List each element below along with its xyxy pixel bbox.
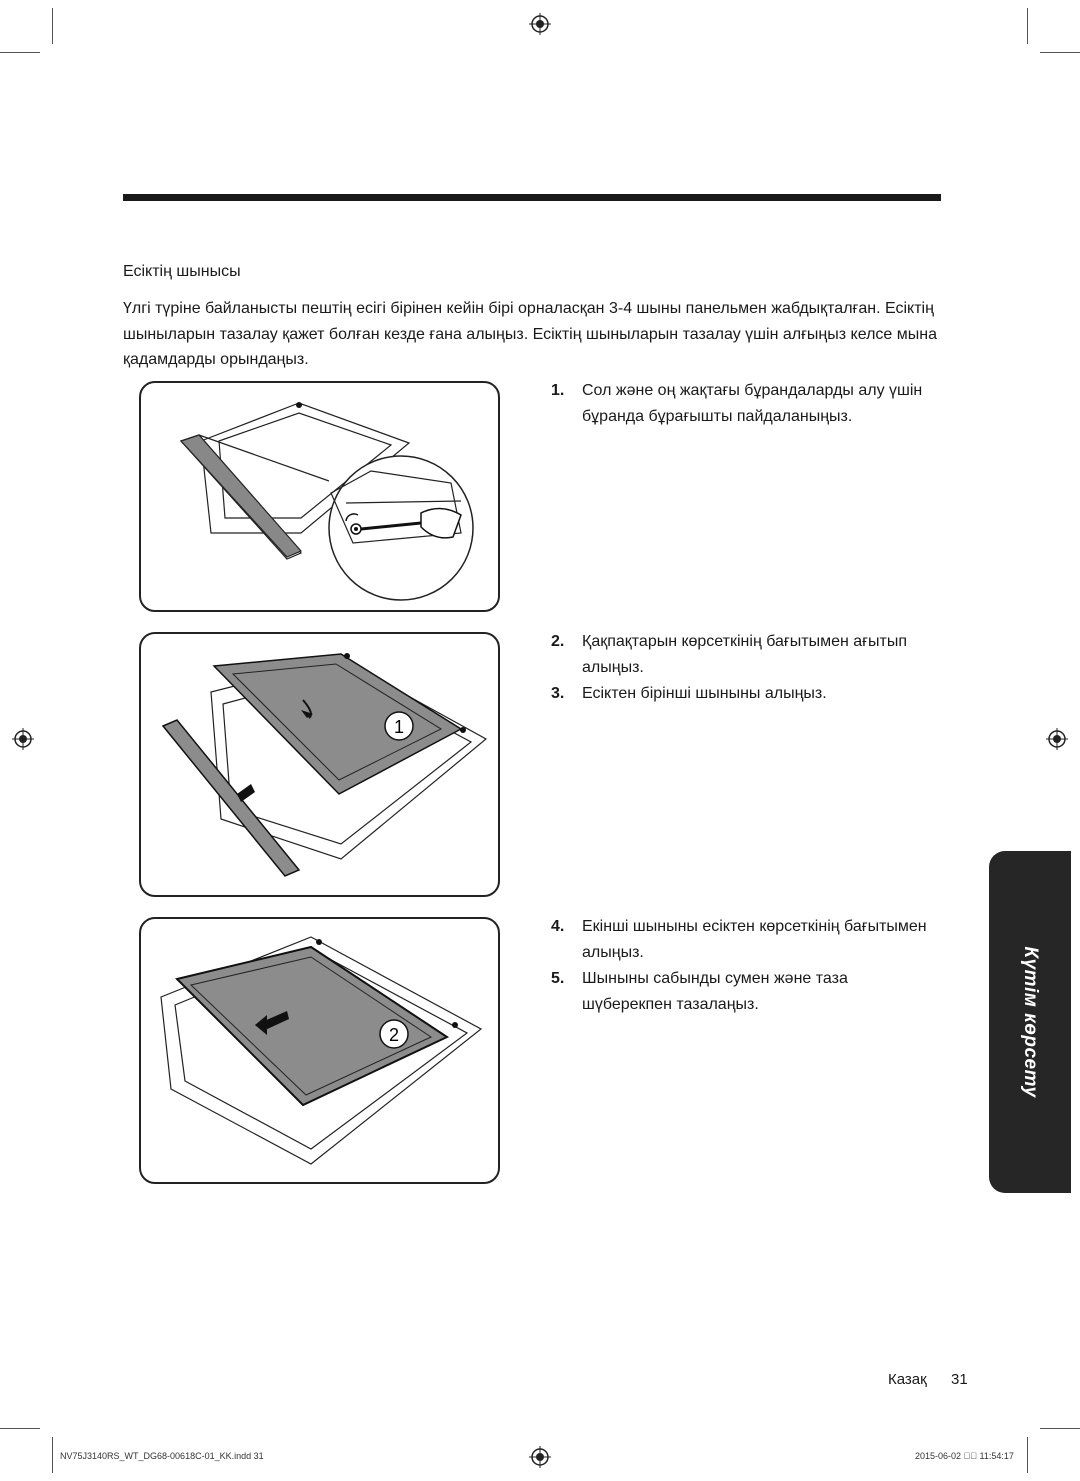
step-text: Шыныны сабынды сумен және таза шүберекпе…: [582, 970, 848, 1013]
step-3: 3. Есіктен бірінші шыныны алыңыз.: [551, 681, 941, 707]
callout-2: 2: [389, 1025, 399, 1045]
step-text: Есіктен бірінші шыныны алыңыз.: [582, 685, 827, 702]
chapter-side-tab: Күтім көрсету: [989, 851, 1071, 1193]
crop-mark: [52, 1437, 53, 1473]
step-number: 4.: [551, 918, 565, 935]
registration-mark-icon: [529, 13, 551, 35]
crop-mark: [1027, 8, 1028, 44]
figure-remove-second-glass: 2: [139, 917, 500, 1184]
registration-mark-icon: [1046, 728, 1068, 750]
step-text: Сол және оң жақтағы бұрандаларды алу үші…: [582, 382, 923, 425]
door-screw-illustration: [179, 402, 474, 601]
print-file-info: NV75J3140RS_WT_DG68-00618C-01_KK.indd 31: [60, 1451, 264, 1461]
step-number: 2.: [551, 633, 565, 650]
registration-mark-icon: [12, 728, 34, 750]
callout-1: 1: [394, 717, 404, 737]
footer-language: Казақ: [888, 1371, 927, 1388]
crop-mark: [1040, 52, 1080, 53]
intro-paragraph: Үлгі түріне байланысты пештің есігі бірі…: [123, 300, 937, 368]
step-text: Екінші шыныны есіктен көрсеткінің бағыты…: [582, 918, 927, 961]
figure-remove-screws: [139, 381, 500, 612]
crop-mark: [0, 52, 40, 53]
step-1: 1. Сол және оң жақтағы бұрандаларды алу …: [551, 378, 941, 429]
step-4: 4. Екінші шыныны есіктен көрсеткінің бағ…: [551, 914, 941, 965]
step-5: 5. Шыныны сабынды сумен және таза шүбере…: [551, 966, 941, 1017]
crop-mark: [0, 1428, 40, 1429]
step-2: 2. Қақпақтарын көрсеткінің бағытымен ағы…: [551, 629, 941, 680]
step-number: 1.: [551, 382, 565, 399]
section-title: Есіктің шынысы: [123, 263, 241, 280]
print-datetime: 2015-06-02 ￿￿ 11:54:17: [915, 1451, 1014, 1461]
step-number: 3.: [551, 685, 565, 702]
registration-mark-icon: [529, 1446, 551, 1468]
crop-mark: [1040, 1428, 1080, 1429]
crop-mark: [1027, 1437, 1028, 1473]
figure-remove-first-glass: 1: [139, 632, 500, 897]
section-rule: [123, 194, 941, 201]
crop-mark: [52, 8, 53, 44]
second-glass-illustration: 2: [160, 936, 483, 1165]
first-glass-illustration: 1: [161, 653, 488, 877]
page-number: 31: [951, 1371, 968, 1388]
chapter-tab-label: Күтім көрсету: [1020, 946, 1041, 1098]
step-text: Қақпақтарын көрсеткінің бағытымен ағытып…: [582, 633, 907, 676]
step-number: 5.: [551, 970, 565, 987]
